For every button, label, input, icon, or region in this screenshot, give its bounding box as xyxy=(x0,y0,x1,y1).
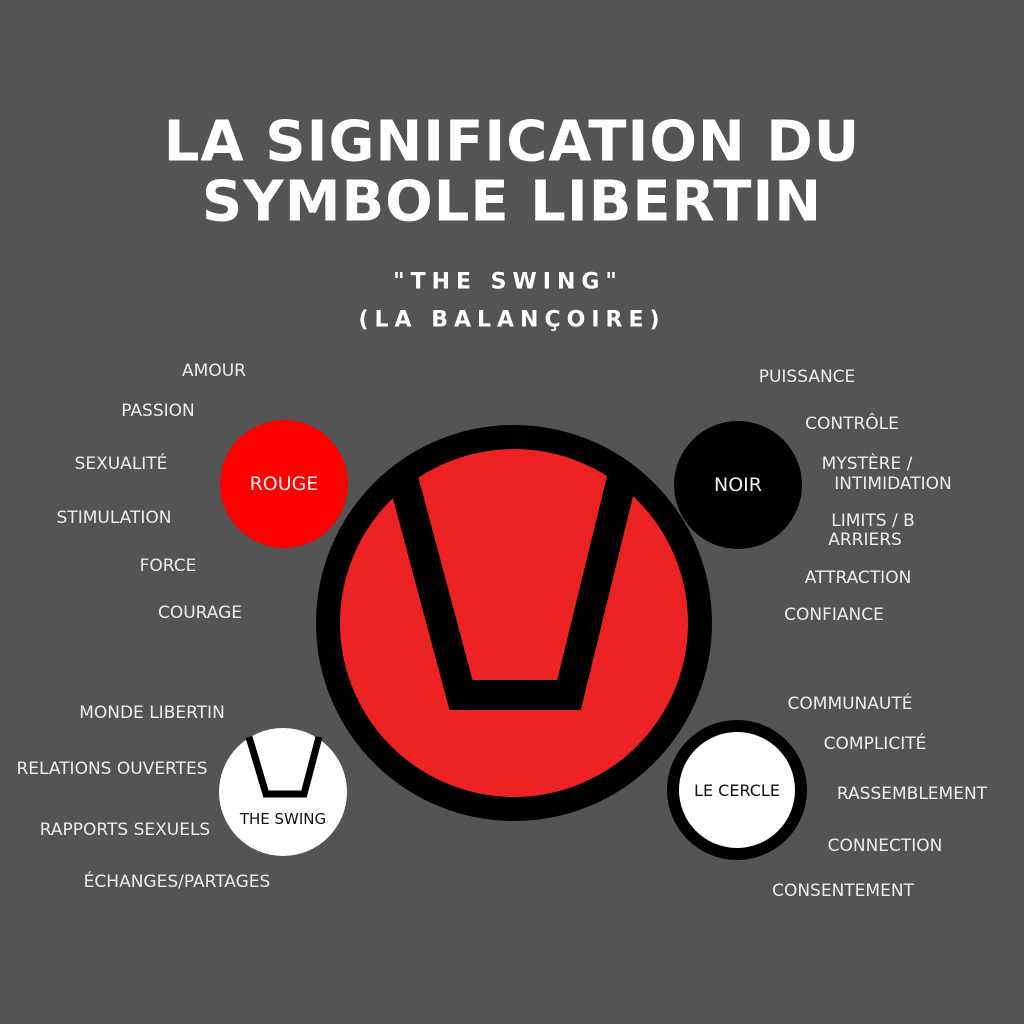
noir-item: INTIMIDATION xyxy=(834,474,952,494)
noir-label: NOIR xyxy=(714,474,762,496)
subtitle-line-1: "THE SWING" xyxy=(393,269,623,295)
noir-item: CONTRÔLE xyxy=(805,414,899,434)
swing-item: ÉCHANGES/PARTAGES xyxy=(83,872,271,892)
noir-item: LIMITS / B xyxy=(831,511,915,531)
rouge-label: ROUGE xyxy=(249,473,319,495)
title-line-1: LA SIGNIFICATION DU xyxy=(163,109,861,175)
rouge-item: PASSION xyxy=(121,401,195,421)
cercle-item: CONNECTION xyxy=(827,836,943,856)
swing-item: RAPPORTS SEXUELS xyxy=(39,820,211,840)
rouge-item: SEXUALITÉ xyxy=(74,454,168,474)
cercle-item: COMPLICITÉ xyxy=(823,734,927,754)
cercle-label: LE CERCLE xyxy=(694,780,780,800)
cercle-circle: LE CERCLE xyxy=(667,720,807,860)
noir-item: ARRIERS xyxy=(828,530,902,550)
rouge-circle: ROUGE xyxy=(220,420,348,548)
subtitle-line-2: (LA BALANÇOIRE) xyxy=(358,307,666,333)
cercle-item: COMMUNAUTÉ xyxy=(787,694,913,714)
noir-item: CONFIANCE xyxy=(784,605,884,625)
noir-item: ATTRACTION xyxy=(804,568,912,588)
rouge-item: FORCE xyxy=(139,556,197,576)
noir-item: MYSTÈRE / xyxy=(821,454,913,474)
swing-circle: THE SWING xyxy=(219,728,347,856)
noir-circle: NOIR xyxy=(674,421,802,549)
title-line-2: SYMBOLE LIBERTIN xyxy=(201,169,823,235)
rouge-item: COURAGE xyxy=(157,603,243,623)
symbol-circle xyxy=(316,425,712,821)
rouge-item: STIMULATION xyxy=(56,508,172,528)
swing-item: RELATIONS OUVERTES xyxy=(16,759,208,779)
rouge-item: AMOUR xyxy=(182,361,246,381)
cercle-item: CONSENTEMENT xyxy=(772,881,914,901)
swing-mini-icon xyxy=(245,735,323,798)
noir-item: PUISSANCE xyxy=(758,367,856,387)
symbol-v-shape xyxy=(388,474,637,710)
swing-item: MONDE LIBERTIN xyxy=(79,703,225,723)
swing-label: THE SWING xyxy=(239,810,327,828)
cercle-item: RASSEMBLEMENT xyxy=(836,784,988,804)
